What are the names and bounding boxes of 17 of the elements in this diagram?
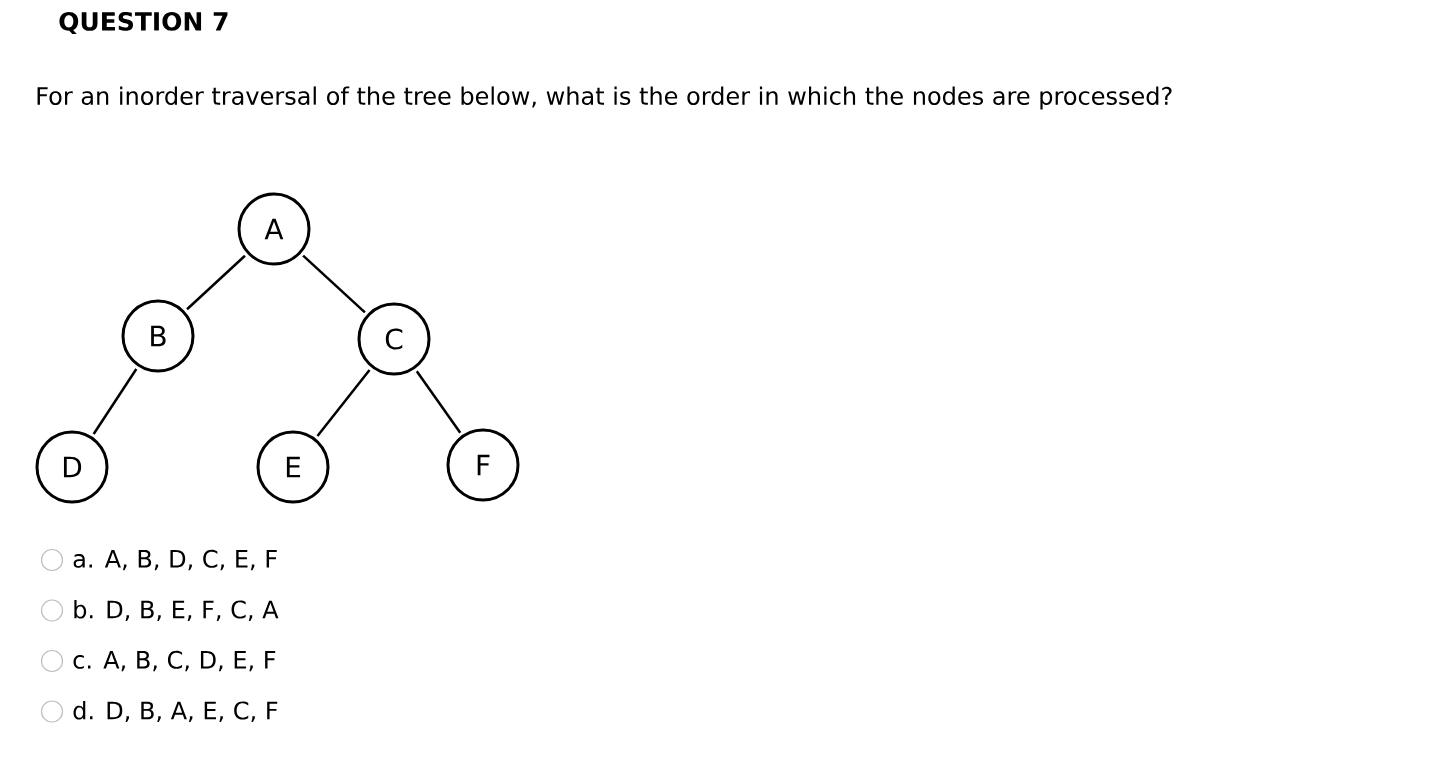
question-title: QUESTION 7: [59, 11, 228, 35]
answer-option: d. D, B, A, E, C, F: [73, 701, 278, 722]
tree-edge: [186, 254, 246, 311]
tree-edge: [415, 370, 462, 434]
tree-edge: [302, 254, 366, 314]
tree-node: A: [237, 192, 311, 266]
tree-node: B: [121, 299, 195, 373]
tree-node: C: [357, 302, 431, 376]
tree-node: F: [446, 428, 520, 502]
answer-option: c. A, B, C, D, E, F: [73, 650, 276, 672]
tree-edge: [92, 368, 138, 435]
tree-node: D: [35, 430, 109, 504]
question-text: For an inorder traversal of the tree below, what is the order in which the nodes are processed?: [37, 86, 1172, 110]
answer-option: a. A, B, D, C, E, F: [73, 549, 277, 571]
tree-edge: [316, 369, 371, 437]
tree-node: E: [256, 430, 330, 504]
answer-option: b. D, B, E, F, C, A: [74, 600, 279, 621]
